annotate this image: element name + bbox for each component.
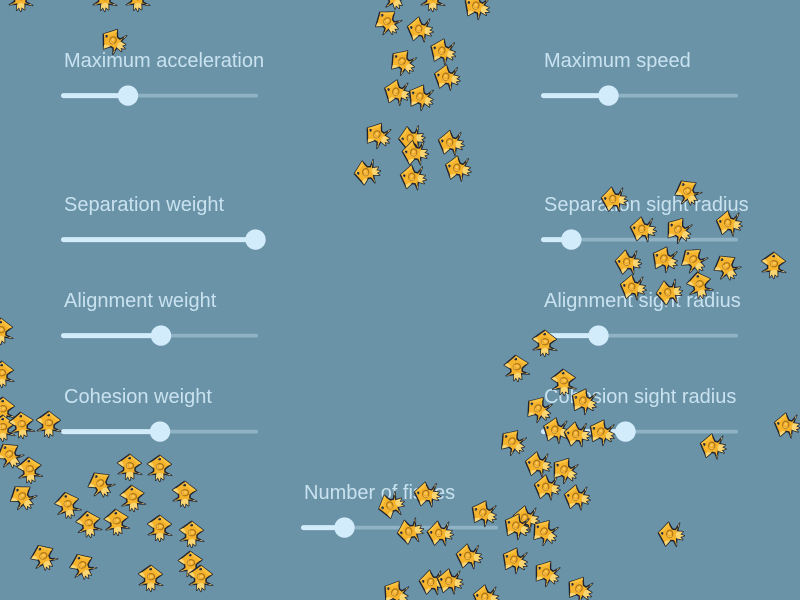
svg-text:Maximum speed: Maximum speed <box>544 50 691 72</box>
svg-text:Separation weight: Separation weight <box>64 194 225 216</box>
svg-text:Separation sight radius: Separation sight radius <box>544 194 749 216</box>
svg-text:Cohesion weight: Cohesion weight <box>64 386 212 408</box>
svg-text:Alignment sight radius: Alignment sight radius <box>544 290 741 312</box>
svg-text:Maximum acceleration: Maximum acceleration <box>64 50 264 72</box>
svg-text:Alignment weight: Alignment weight <box>64 290 217 312</box>
